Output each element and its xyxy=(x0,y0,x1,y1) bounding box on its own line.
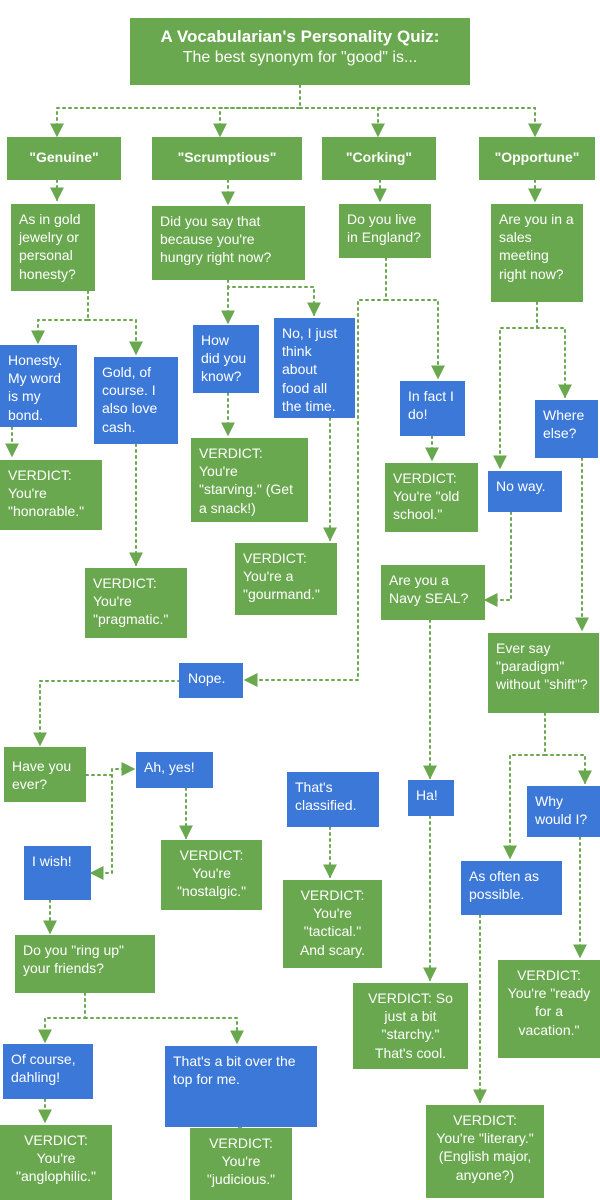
verdict-starchy: VERDICT: So just a bit "starchy." That's… xyxy=(353,983,468,1069)
verdict-honorable: VERDICT: You're "honorable." xyxy=(0,460,102,530)
answer-where-else: Where else? xyxy=(535,400,598,458)
verdict-old-school: VERDICT: You're "old school." xyxy=(385,463,478,532)
answer-classified: That's classified. xyxy=(287,772,379,827)
verdict-anglophilic: VERDICT: You're "anglophilic." xyxy=(0,1125,112,1200)
answer-why-would: Why would I? xyxy=(527,786,600,837)
option-opportune: "Opportune" xyxy=(479,137,595,180)
verdict-nostalgic: VERDICT: You're "nostalgic." xyxy=(161,840,262,910)
question-england: Do you live in England? xyxy=(339,204,431,258)
answer-of-course: Of course, dahling! xyxy=(3,1044,93,1099)
answer-honesty: Honesty. My word is my bond. xyxy=(0,345,77,427)
option-corking: "Corking" xyxy=(322,137,436,180)
answer-ha: Ha! xyxy=(408,780,454,816)
question-paradigm: Ever say "paradigm" without "shift"? xyxy=(488,633,599,713)
verdict-pragmatic: VERDICT: You're "pragmatic." xyxy=(85,568,187,638)
option-genuine: "Genuine" xyxy=(7,137,121,180)
verdict-gourmand: VERDICT: You're a "gourmand." xyxy=(235,543,337,615)
answer-often: As often as possible. xyxy=(461,861,562,915)
answer-gold: Gold, of course. I also love cash. xyxy=(94,357,178,444)
quiz-title: A Vocabularian's Personality Quiz: The b… xyxy=(130,18,470,85)
answer-over-top: That's a bit over the top for me. xyxy=(165,1046,317,1127)
title-line-2: The best synonym for "good" is... xyxy=(182,49,418,67)
verdict-literary: VERDICT: You're "literary." (English maj… xyxy=(426,1105,544,1198)
verdict-vacation: VERDICT: You're "ready for a vacation." xyxy=(498,960,600,1058)
answer-no-way: No way. xyxy=(488,471,562,512)
question-ring-up: Do you "ring up" your friends? xyxy=(15,935,155,993)
answer-in-fact: In fact I do! xyxy=(400,381,465,436)
question-hungry: Did you say that because you're hungry r… xyxy=(152,206,305,280)
answer-nope: Nope. xyxy=(179,663,243,698)
question-have-you-ever: Have you ever? xyxy=(4,747,86,802)
question-navy-seal: Are you a Navy SEAL? xyxy=(381,565,485,620)
answer-how-know: How did you know? xyxy=(193,325,259,393)
verdict-tactical: VERDICT: You're "tactical." And scary. xyxy=(283,880,382,968)
answer-i-wish: I wish! xyxy=(24,846,91,900)
title-line-1: A Vocabularian's Personality Quiz: xyxy=(160,27,440,46)
answer-food: No, I just think about food all the time… xyxy=(274,318,355,418)
answer-ah-yes: Ah, yes! xyxy=(136,752,213,788)
question-gold-or-honesty: As in gold jewelry or personal honesty? xyxy=(11,204,95,291)
verdict-judicious: VERDICT: You're "judicious." xyxy=(190,1128,292,1200)
option-scrumptious: "Scrumptious" xyxy=(152,137,302,180)
question-sales-meeting: Are you in a sales meeting right now? xyxy=(491,204,583,302)
verdict-starving: VERDICT: You're "starving." (Get a snack… xyxy=(191,438,308,522)
